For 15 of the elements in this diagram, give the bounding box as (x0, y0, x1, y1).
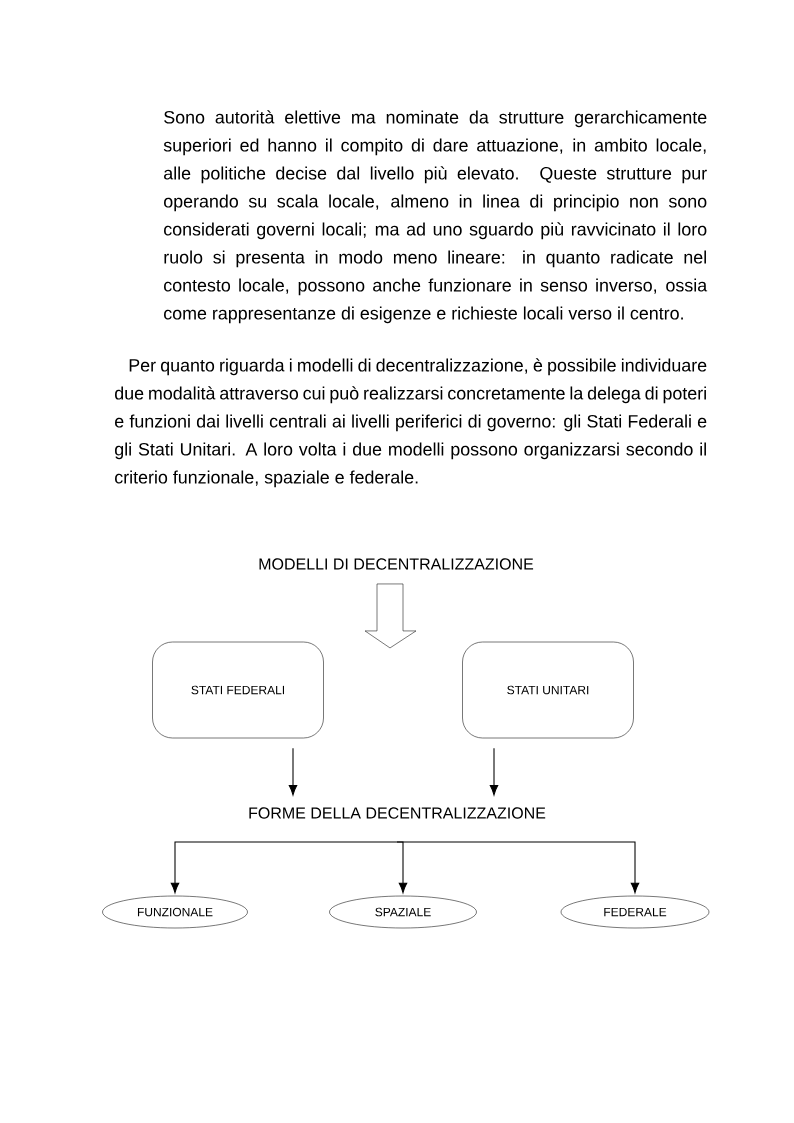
rounded-box: STATI FEDERALI (152, 641, 324, 739)
arrow (489, 747, 499, 796)
heading-text: FORME DELLA DECENTRALIZZAZIONE (249, 807, 546, 819)
block-arrow (364, 583, 417, 649)
arrow (170, 841, 398, 894)
ellipse-node: FUNZIONALE (102, 895, 248, 929)
heading-text: MODELLI DI DECENTRALIZZAZIONE (259, 558, 534, 570)
paragraph-text: Per quanto riguarda i modelli di decentralizzazione, è possibile individuare due modalità attraverso cui può realizzarsi concretamente la delega di poteri e funzioni dai livelli centrali ai livelli periferici di governo: gli Stati Federali e gli Stati Unitari. A loro volta i due modelli possono organizzarsi secondo il criterio funzionale, spaziale e federale. (115, 358, 707, 488)
arrow (288, 747, 298, 796)
ellipse-node: SPAZIALE (329, 895, 477, 929)
paragraph-text: Sono autorità elettive ma nominate da strutture gerarchicamente superiori ed hanno il compito di dare attuazione, in ambito locale, alle politiche decise dal livello più elevato. Queste strutture pur operando su scala locale, almeno in linea di principio non sono considerati governi locali; ma ad uno sguardo più ravvicinato il loro ruolo si presenta in modo meno lineare: in quanto radicate nel contesto locale, possono anche funzionare in senso inverso, ossia come rappresentanze di esigenze e richieste locali verso il centro. (163, 110, 708, 324)
arrow (396, 841, 640, 894)
rounded-box: STATI UNITARI (462, 641, 634, 739)
ellipse-node: FEDERALE (560, 895, 710, 929)
arrow (396, 841, 408, 894)
